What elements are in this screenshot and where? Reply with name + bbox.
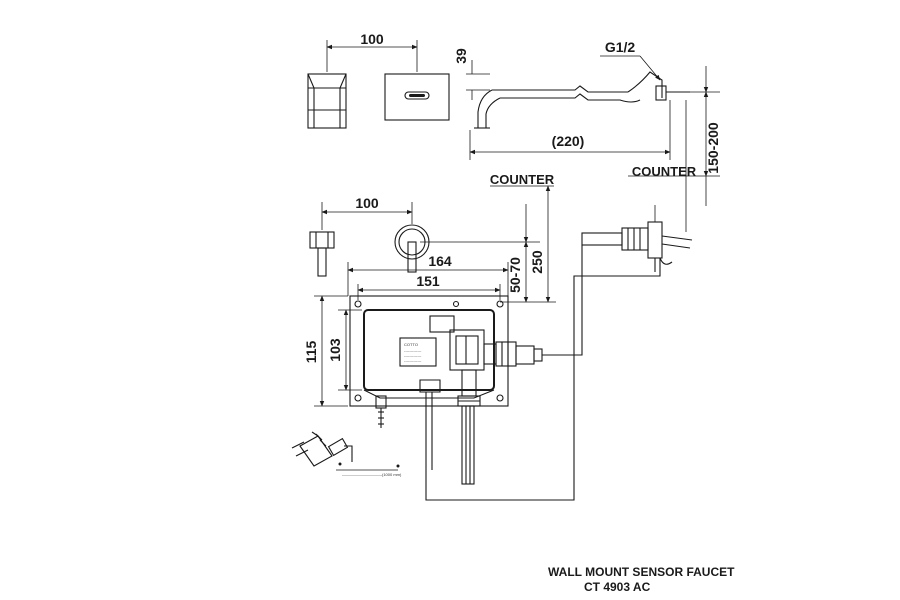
power-plug: ——————————(1000 mm): [291, 431, 402, 477]
svg-text:-------------: -------------: [404, 348, 422, 353]
dim-top-width: 100: [360, 31, 384, 47]
spout-side-view: [466, 55, 720, 232]
valve-view: [309, 185, 556, 303]
svg-text:——————————(1000 mm): ——————————(1000 mm): [342, 472, 402, 477]
dim-box-to-counter: 250: [529, 250, 545, 274]
svg-text:-------------: -------------: [404, 358, 422, 363]
svg-text:COTTO: COTTO: [404, 342, 418, 347]
control-box: COTTO ------------- ------------- ------…: [314, 245, 661, 501]
dim-spout-reach: (220): [552, 133, 585, 149]
wall-connection-view: [581, 205, 693, 272]
dim-spout-mount-height: 150-200: [705, 122, 721, 174]
dim-valve-width: 100: [355, 195, 379, 211]
dim-box-outer-height: 115: [303, 340, 319, 363]
dim-spout-height: 39: [453, 48, 469, 64]
dim-box-outer-width: 164: [428, 253, 452, 269]
dim-box-offset: 50-70: [507, 257, 523, 293]
title-line-1: WALL MOUNT SENSOR FAUCET: [548, 565, 735, 579]
dim-box-inner-width: 151: [416, 273, 440, 289]
top-front-view: [307, 40, 450, 129]
label-counter-right: COUNTER: [632, 164, 697, 179]
label-thread: G1/2: [605, 39, 636, 55]
title-line-2: CT 4903 AC: [584, 580, 651, 594]
svg-text:-------------: -------------: [404, 353, 422, 358]
label-counter-left: COUNTER: [490, 172, 555, 187]
dim-box-inner-height: 103: [327, 338, 343, 362]
